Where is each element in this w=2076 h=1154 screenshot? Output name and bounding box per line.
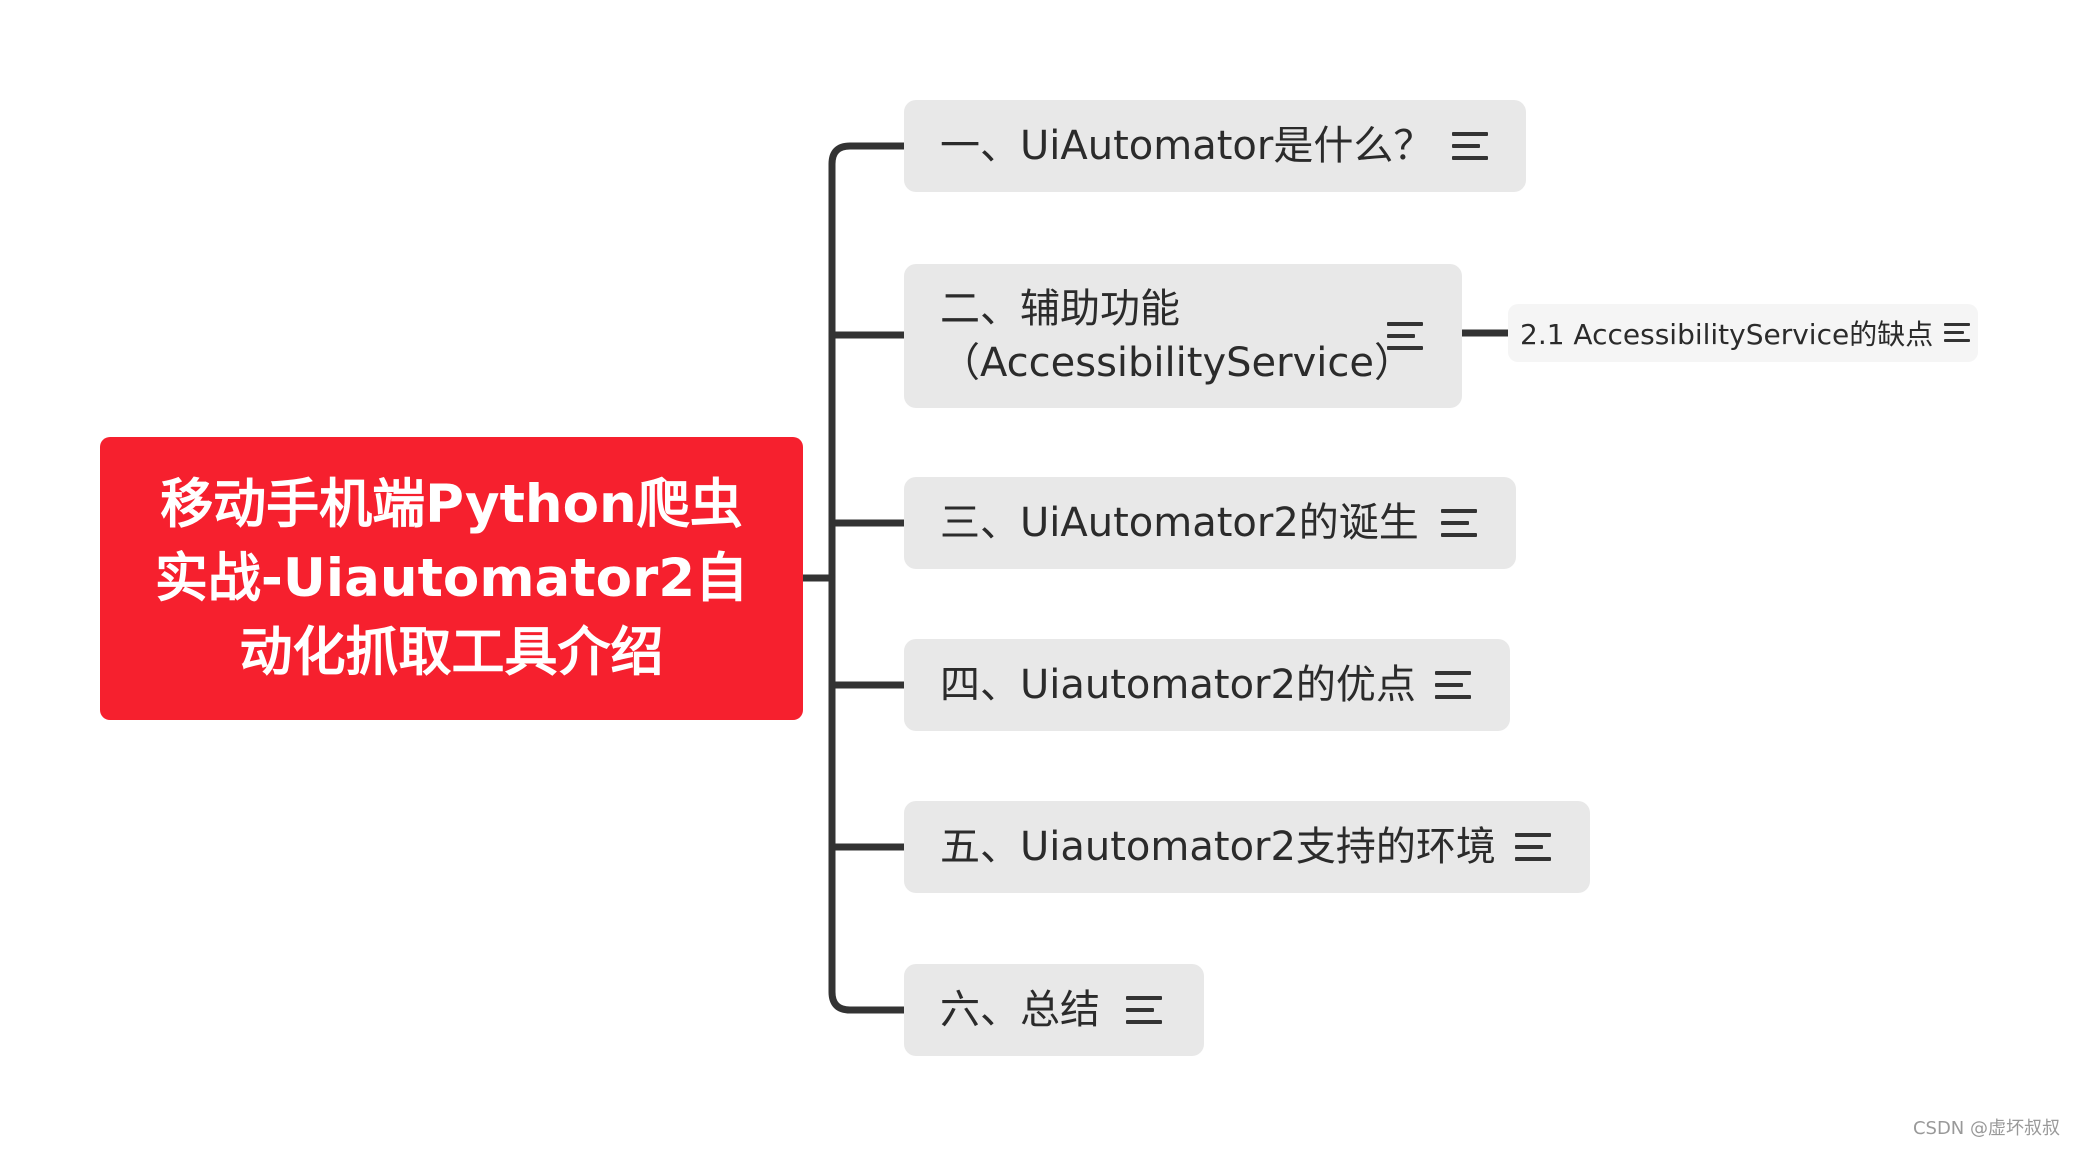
root-topic-title: 移动手机端Python爬虫 实战-Uiautomator2自 动化抓取工具介绍 [155, 468, 748, 690]
notes-icon[interactable] [1126, 996, 1162, 1024]
topic-label: 四、Uiautomator2的优点 [940, 662, 1416, 708]
topic-2[interactable]: 二、辅助功能（AccessibilityService） [904, 264, 1462, 408]
topic-label: 五、Uiautomator2支持的环境 [940, 824, 1496, 870]
connector-topic-6 [828, 574, 908, 1014]
topic-5[interactable]: 五、Uiautomator2支持的环境 [904, 801, 1590, 893]
topic-6[interactable]: 六、总结 [904, 964, 1204, 1056]
notes-icon[interactable] [1435, 671, 1471, 699]
subtopic-2-1[interactable]: 2.1 AccessibilityService的缺点 [1508, 304, 1978, 362]
root-title-line-2: 实战-Uiautomator2自 [154, 547, 749, 609]
root-title-line-1: 移动手机端Python爬虫 [160, 473, 743, 535]
subtopic-label: 2.1 AccessibilityService的缺点 [1520, 318, 1934, 351]
notes-icon[interactable] [1944, 323, 1970, 343]
watermark: CSDN @虚坏叔叔 [1912, 1118, 2060, 1139]
notes-icon[interactable] [1452, 132, 1488, 160]
topic-1[interactable]: 一、UiAutomator是什么？ [904, 100, 1526, 192]
topic-label: 三、UiAutomator2的诞生 [940, 500, 1419, 546]
notes-icon[interactable] [1441, 509, 1477, 537]
root-title-line-3: 动化抓取工具介绍 [239, 621, 664, 683]
connector-topic-1 [828, 142, 908, 582]
root-topic[interactable]: 移动手机端Python爬虫 实战-Uiautomator2自 动化抓取工具介绍 [100, 437, 803, 720]
topic-label: 六、总结 [940, 987, 1100, 1033]
topic-3[interactable]: 三、UiAutomator2的诞生 [904, 477, 1516, 569]
topic-4[interactable]: 四、Uiautomator2的优点 [904, 639, 1510, 731]
topic-label: 二、辅助功能（AccessibilityService） [940, 286, 1414, 386]
topic-label: 一、UiAutomator是什么？ [940, 123, 1434, 169]
notes-icon[interactable] [1387, 322, 1423, 350]
notes-icon[interactable] [1515, 833, 1551, 861]
